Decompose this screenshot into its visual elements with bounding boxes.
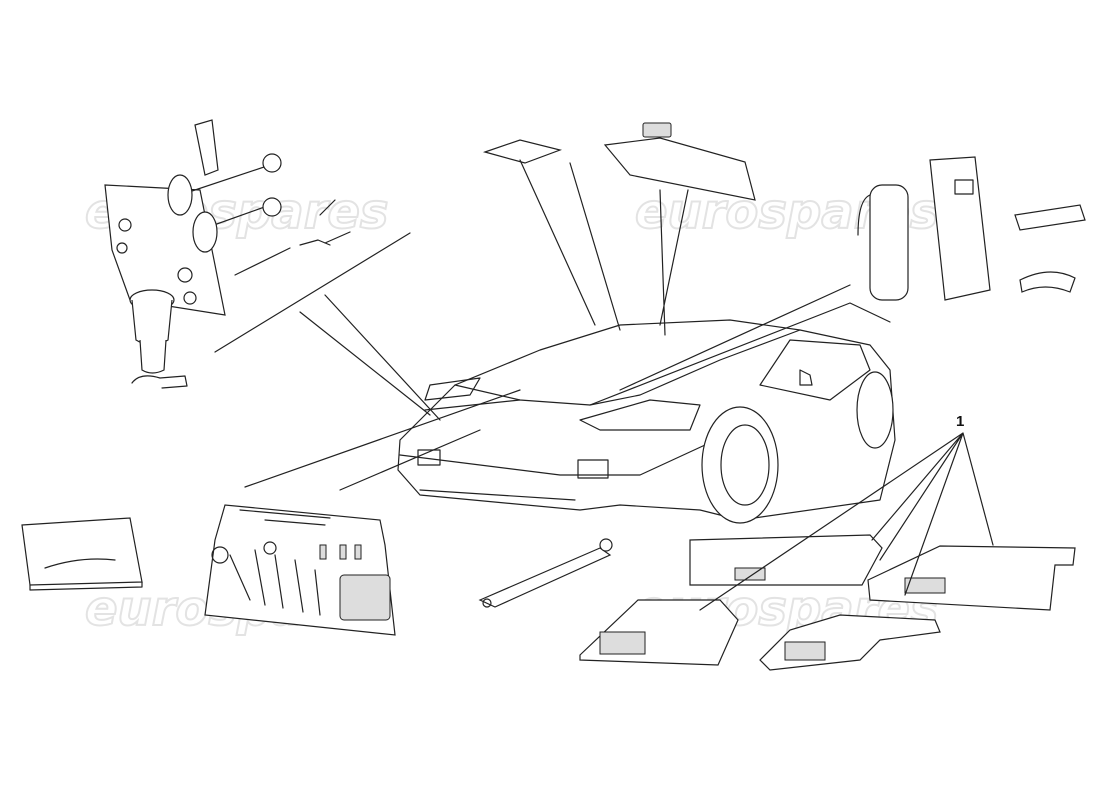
leader-lines	[214, 159, 891, 491]
car-outline	[397, 319, 896, 524]
tool-kit-roll	[204, 504, 396, 636]
floor-mats	[579, 432, 1076, 671]
cigar-lighter	[129, 289, 188, 389]
label-plate	[482, 139, 563, 164]
extinguisher-bag	[929, 156, 991, 301]
horn-assembly	[104, 119, 351, 316]
owners-manual	[21, 517, 143, 591]
jack-handle	[478, 538, 613, 608]
callout-label-1: 1	[956, 413, 965, 430]
extinguisher-strap	[1014, 204, 1086, 293]
rear-view-mirror	[603, 122, 756, 201]
fire-extinguisher	[857, 184, 909, 301]
